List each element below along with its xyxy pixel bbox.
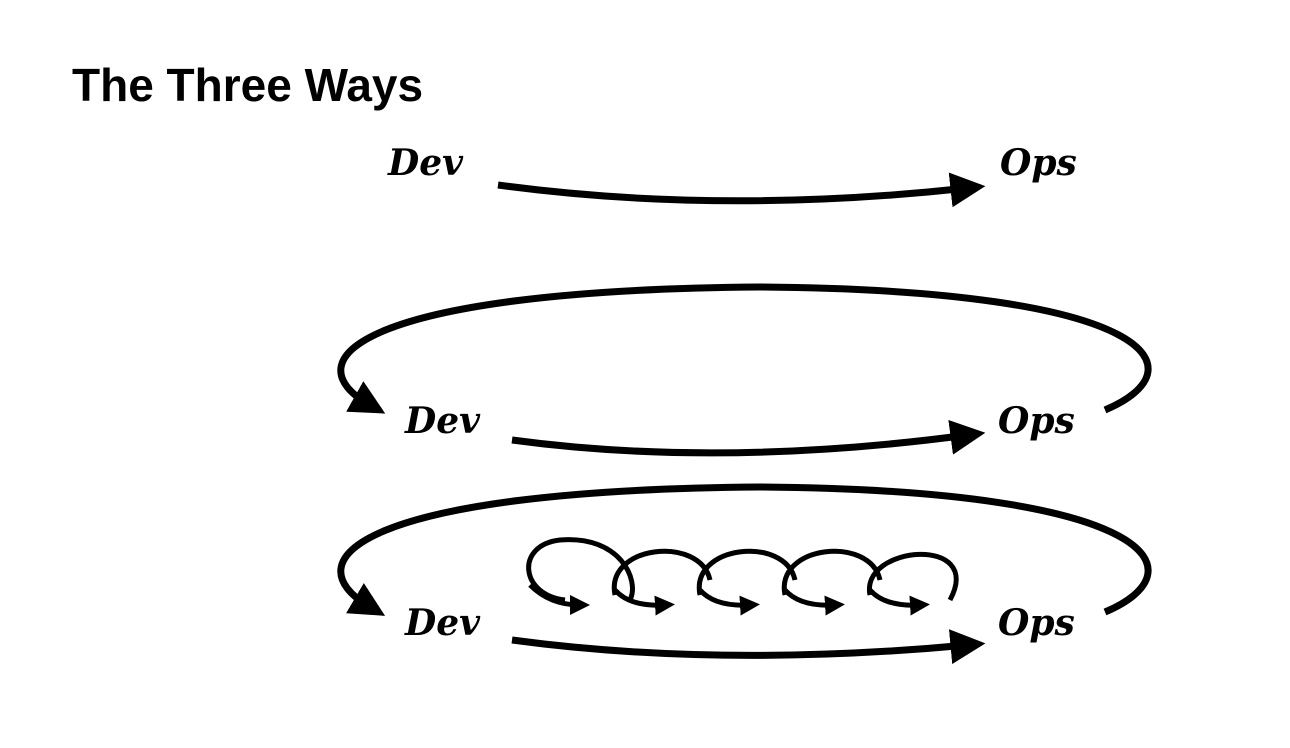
- loop-1: [526, 537, 635, 603]
- loop-5: [867, 551, 959, 602]
- ops-label-3: Ops: [998, 602, 1075, 644]
- ops-label-1: Ops: [1000, 142, 1077, 184]
- dev-label-1: Dev: [388, 142, 464, 184]
- ops-label-2: Ops: [998, 400, 1075, 442]
- dev-label-3: Dev: [405, 602, 481, 644]
- loop-2: [611, 548, 713, 596]
- dev-label-2: Dev: [405, 400, 481, 442]
- flow-arrow-3: [511, 629, 986, 665]
- feedback-loop-3: [337, 483, 1152, 616]
- loop-3: [696, 548, 798, 596]
- learning-loops: [526, 537, 959, 616]
- loop-4: [781, 548, 883, 596]
- feedback-loop-2: [337, 283, 1152, 414]
- flow-arrow-2: [511, 419, 986, 457]
- flow-arrow-1: [497, 172, 986, 208]
- slide-title: The Three Ways: [72, 59, 424, 111]
